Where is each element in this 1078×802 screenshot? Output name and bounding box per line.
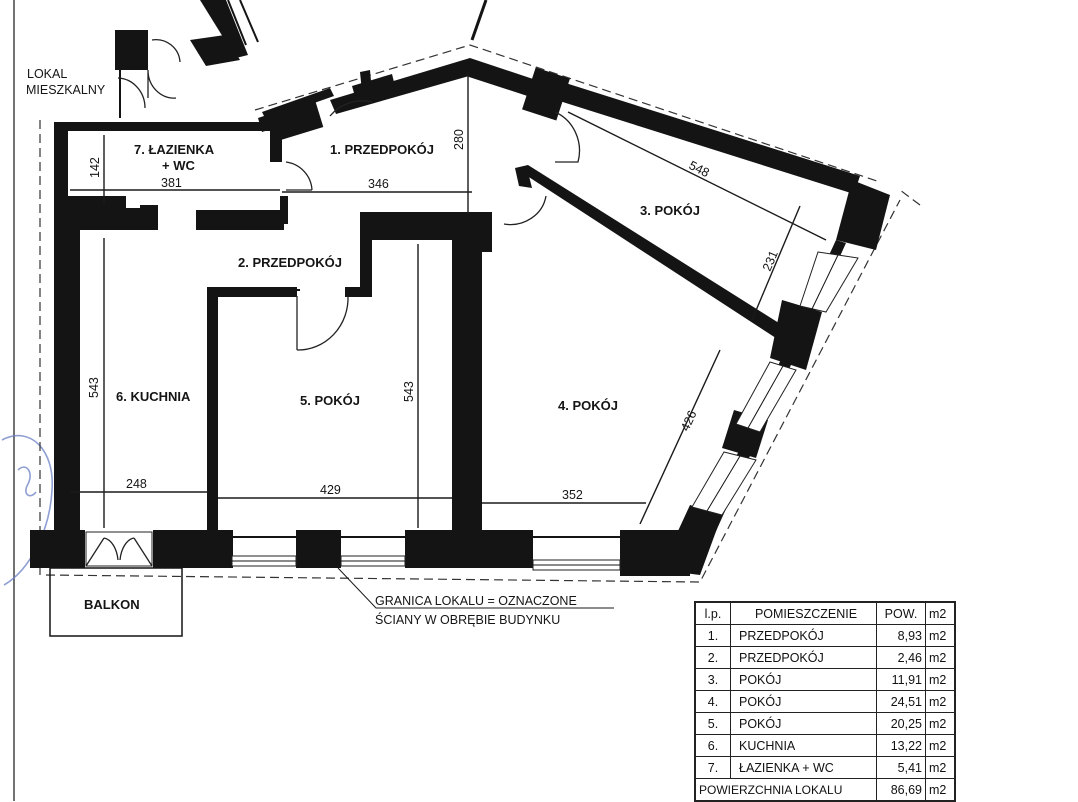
row-pow: 20,25 bbox=[876, 712, 926, 735]
balkon-label: BALKON bbox=[84, 597, 140, 612]
dim-381: 381 bbox=[161, 176, 182, 190]
header-pow: POW. bbox=[876, 601, 926, 625]
row-name: POKÓJ bbox=[730, 712, 877, 735]
dim-543-left: 543 bbox=[87, 377, 101, 398]
dim-248: 248 bbox=[126, 477, 147, 491]
row-pow: 13,22 bbox=[876, 734, 926, 757]
room-label-1: 1. PRZEDPOKÓJ bbox=[330, 142, 434, 157]
row-name: POKÓJ bbox=[730, 668, 877, 691]
table-row: 6. KUCHNIA 13,22 m2 bbox=[694, 734, 956, 757]
total-pow: 86,69 bbox=[876, 778, 926, 802]
lokal-mieszkalny-line1: LOKAL bbox=[27, 67, 67, 81]
room-labels: 1. PRZEDPOKÓJ 2. PRZEDPOKÓJ 3. POKÓJ 4. … bbox=[26, 67, 700, 627]
room-label-3: 3. POKÓJ bbox=[640, 203, 700, 218]
row-unit: m2 bbox=[925, 712, 956, 735]
row-unit: m2 bbox=[925, 624, 956, 647]
row-lp: 2. bbox=[694, 646, 731, 669]
dim-543-mid: 543 bbox=[402, 381, 416, 402]
row-lp: 7. bbox=[694, 756, 731, 779]
dim-426: 426 bbox=[678, 408, 700, 433]
row-unit: m2 bbox=[925, 734, 956, 757]
row-name: KUCHNIA bbox=[730, 734, 877, 757]
row-pow: 24,51 bbox=[876, 690, 926, 713]
table-row: 5. POKÓJ 20,25 m2 bbox=[694, 712, 956, 735]
row-pow: 11,91 bbox=[876, 668, 926, 691]
dim-231: 231 bbox=[760, 248, 781, 273]
row-lp: 4. bbox=[694, 690, 731, 713]
dim-429: 429 bbox=[320, 483, 341, 497]
table-header-row: l.p. POMIESZCZENIE POW. m2 bbox=[694, 601, 956, 625]
room-label-4: 4. POKÓJ bbox=[558, 398, 618, 413]
balcony bbox=[49, 531, 183, 637]
row-lp: 6. bbox=[694, 734, 731, 757]
table-row: 4. POKÓJ 24,51 m2 bbox=[694, 690, 956, 713]
row-unit: m2 bbox=[925, 668, 956, 691]
room-label-5: 5. POKÓJ bbox=[300, 393, 360, 408]
dimension-labels: 142 381 346 280 548 231 426 543 543 248 … bbox=[87, 129, 781, 502]
stamp-mark bbox=[1, 434, 53, 586]
dim-352: 352 bbox=[562, 488, 583, 502]
dim-280: 280 bbox=[452, 129, 466, 150]
row-name: PRZEDPOKÓJ bbox=[730, 624, 877, 647]
dim-548: 548 bbox=[687, 158, 712, 180]
total-label: POWIERZCHNIA LOKALU bbox=[694, 778, 877, 802]
table-row: 2. PRZEDPOKÓJ 2,46 m2 bbox=[694, 646, 956, 669]
table-row: 7. ŁAZIENKA + WC 5,41 m2 bbox=[694, 756, 956, 779]
row-pow: 8,93 bbox=[876, 624, 926, 647]
boundary-note-line1: GRANICA LOKALU = OZNACZONE bbox=[375, 594, 577, 608]
row-unit: m2 bbox=[925, 646, 956, 669]
table-total-row: POWIERZCHNIA LOKALU 86,69 m2 bbox=[694, 778, 956, 802]
row-pow: 5,41 bbox=[876, 756, 926, 779]
lokal-mieszkalny-line2: MIESZKALNY bbox=[26, 83, 106, 97]
windows bbox=[231, 251, 859, 571]
header-unit: m2 bbox=[925, 601, 956, 625]
row-name: POKÓJ bbox=[730, 690, 877, 713]
room-label-2: 2. PRZEDPOKÓJ bbox=[238, 255, 342, 270]
header-name: POMIESZCZENIE bbox=[730, 601, 877, 625]
walls bbox=[30, 0, 890, 576]
boundary-dashed-lines bbox=[39, 44, 921, 583]
room-label-6: 6. KUCHNIA bbox=[116, 389, 191, 404]
row-lp: 1. bbox=[694, 624, 731, 647]
row-unit: m2 bbox=[925, 756, 956, 779]
row-unit: m2 bbox=[925, 690, 956, 713]
doors bbox=[117, 0, 581, 351]
room-area-table: l.p. POMIESZCZENIE POW. m2 1. PRZEDPOKÓJ… bbox=[694, 601, 956, 802]
dim-346: 346 bbox=[368, 177, 389, 191]
table-row: 1. PRZEDPOKÓJ 8,93 m2 bbox=[694, 624, 956, 647]
dim-142: 142 bbox=[88, 157, 102, 178]
table-row: 3. POKÓJ 11,91 m2 bbox=[694, 668, 956, 691]
total-unit: m2 bbox=[925, 778, 956, 802]
row-lp: 3. bbox=[694, 668, 731, 691]
row-pow: 2,46 bbox=[876, 646, 926, 669]
row-name: PRZEDPOKÓJ bbox=[730, 646, 877, 669]
row-name: ŁAZIENKA + WC bbox=[730, 756, 877, 779]
row-lp: 5. bbox=[694, 712, 731, 735]
dimension-lines bbox=[70, 72, 827, 609]
header-lp: l.p. bbox=[694, 601, 731, 625]
room-label-7-line1: 7. ŁAZIENKA bbox=[134, 142, 215, 157]
room-label-7-line2: + WC bbox=[162, 158, 195, 173]
boundary-note-line2: ŚCIANY W OBRĘBIE BUDYNKU bbox=[375, 612, 560, 627]
